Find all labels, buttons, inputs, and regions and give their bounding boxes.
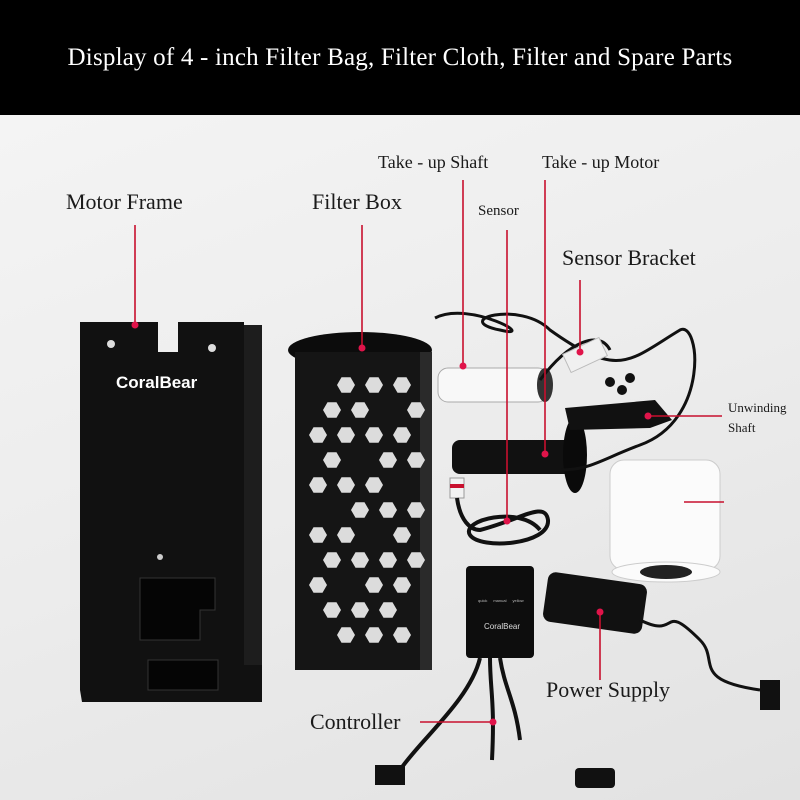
hexagon-cutout xyxy=(365,627,383,643)
hexagon-cutout xyxy=(379,602,397,618)
hexagon-cutout xyxy=(337,377,355,393)
take-up-motor xyxy=(452,417,587,493)
label-sensor: Sensor xyxy=(478,203,519,219)
hexagon-cutout xyxy=(365,477,383,493)
leader-lines xyxy=(131,180,724,726)
unwinding-shaft xyxy=(565,400,672,430)
hexagon-cutout xyxy=(323,402,341,418)
hexagon-cutout xyxy=(337,527,355,543)
hexagon-cutout xyxy=(407,552,425,568)
page-title: Display of 4 - inch Filter Bag, Filter C… xyxy=(67,43,733,71)
hexagon-cutout xyxy=(309,427,327,443)
motor-frame-brand: CoralBear xyxy=(116,373,198,392)
hexagon-cutout xyxy=(393,427,411,443)
motor-frame xyxy=(80,322,262,702)
hexagon-cutout xyxy=(393,377,411,393)
label-unwinding-line2: Shaft xyxy=(728,420,756,435)
label-sensor-bracket: Sensor Bracket xyxy=(562,245,696,270)
label-unwinding-shaft: Unwinding Shaft xyxy=(728,398,787,438)
hexagon-cutout xyxy=(407,402,425,418)
hexagon-cutout xyxy=(337,627,355,643)
header-banner: Display of 4 - inch Filter Bag, Filter C… xyxy=(0,0,800,115)
hexagon-cutout xyxy=(351,552,369,568)
controller-brand: CoralBear xyxy=(484,622,521,631)
label-take-up-motor: Take - up Motor xyxy=(542,152,660,172)
controller-button: quick xyxy=(478,598,488,603)
hexagon-cutout xyxy=(379,502,397,518)
hexagon-cutout xyxy=(323,552,341,568)
sensor-bracket xyxy=(561,336,635,395)
power-supply xyxy=(543,572,780,710)
hexagon-cutout xyxy=(393,527,411,543)
controller-button: manual xyxy=(493,598,507,603)
hexagon-cutout xyxy=(323,452,341,468)
sensor xyxy=(449,477,550,546)
hexagon-cutout xyxy=(393,627,411,643)
hexagon-cutout xyxy=(351,602,369,618)
hexagon-cutout xyxy=(351,402,369,418)
label-controller: Controller xyxy=(310,709,401,734)
filter-box xyxy=(288,332,432,670)
controller xyxy=(375,566,615,788)
hexagon-cutout xyxy=(393,577,411,593)
label-take-up-shaft: Take - up Shaft xyxy=(378,152,489,172)
hexagon-cutout xyxy=(309,527,327,543)
hexagon-cutout xyxy=(351,502,369,518)
hexagon-cutout xyxy=(379,452,397,468)
hexagon-cutout xyxy=(365,377,383,393)
hexagon-cutout xyxy=(407,452,425,468)
label-filter-box: Filter Box xyxy=(312,189,402,214)
take-up-shaft xyxy=(437,367,553,403)
hexagon-cutout xyxy=(365,427,383,443)
hexagon-cutout xyxy=(407,502,425,518)
controller-buttons: quick manual yellow xyxy=(478,598,524,603)
filter-roll xyxy=(609,459,721,583)
hexagon-cutout xyxy=(309,477,327,493)
label-power-supply: Power Supply xyxy=(546,677,671,702)
label-motor-frame: Motor Frame xyxy=(66,189,183,214)
hexagon-cutout xyxy=(323,602,341,618)
hexagon-cutout xyxy=(337,477,355,493)
hexagon-cutout xyxy=(379,552,397,568)
controller-button: yellow xyxy=(512,598,524,603)
hexagon-cutout xyxy=(309,577,327,593)
hexagon-cutout xyxy=(337,427,355,443)
label-unwinding-line1: Unwinding xyxy=(728,400,787,415)
hexagon-cutout xyxy=(365,577,383,593)
